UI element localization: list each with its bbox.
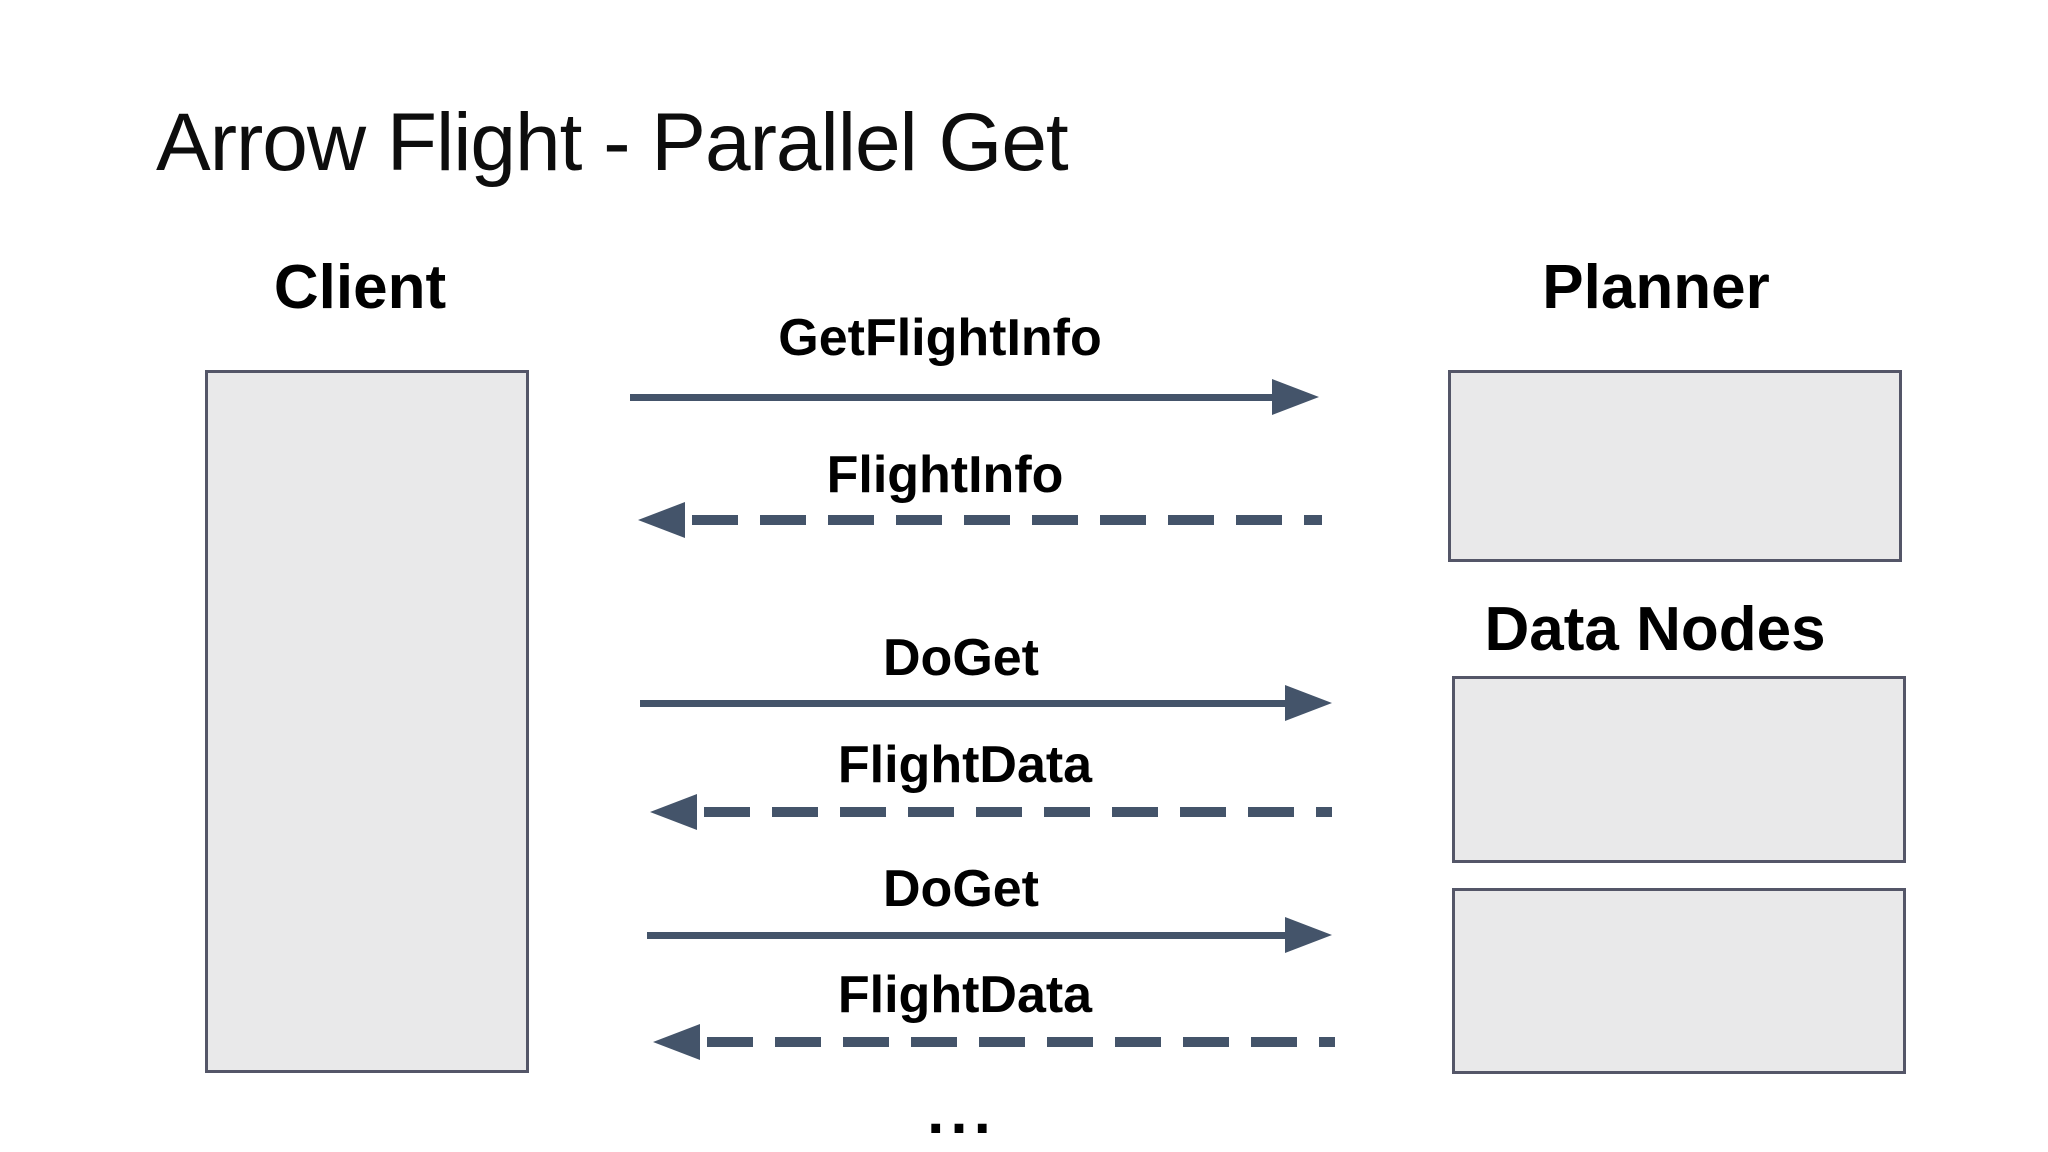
message-label: DoGet [883,629,1039,687]
client-header: Client [273,253,447,322]
arrow-left-icon [653,1024,700,1060]
planner-box [1448,370,1902,562]
message-label: GetFlightInfo [778,309,1102,367]
message-label: FlightInfo [826,446,1064,504]
message-label: FlightData [837,966,1093,1024]
message-label: FlightData [837,736,1093,794]
slide-title: Arrow Flight - Parallel Get [156,97,1069,188]
data-node-box-2 [1452,888,1906,1074]
arrow-right-icon [1285,917,1332,953]
data-nodes-header: Data Nodes [1484,595,1826,664]
planner-header: Planner [1542,253,1770,322]
solid-arrow-line [647,932,1288,939]
dashed-arrow-line [704,807,1332,817]
solid-arrow-line [630,394,1275,401]
message-label: DoGet [883,860,1039,918]
continuation-ellipsis: ... [927,1078,997,1147]
arrow-right-icon [1272,379,1319,415]
solid-arrow-line [640,700,1288,707]
arrow-left-icon [638,502,685,538]
data-node-box-1 [1452,676,1906,863]
arrow-left-icon [650,794,697,830]
dashed-arrow-line [707,1037,1335,1047]
arrow-right-icon [1285,685,1332,721]
client-box [205,370,529,1073]
dashed-arrow-line [692,515,1322,525]
